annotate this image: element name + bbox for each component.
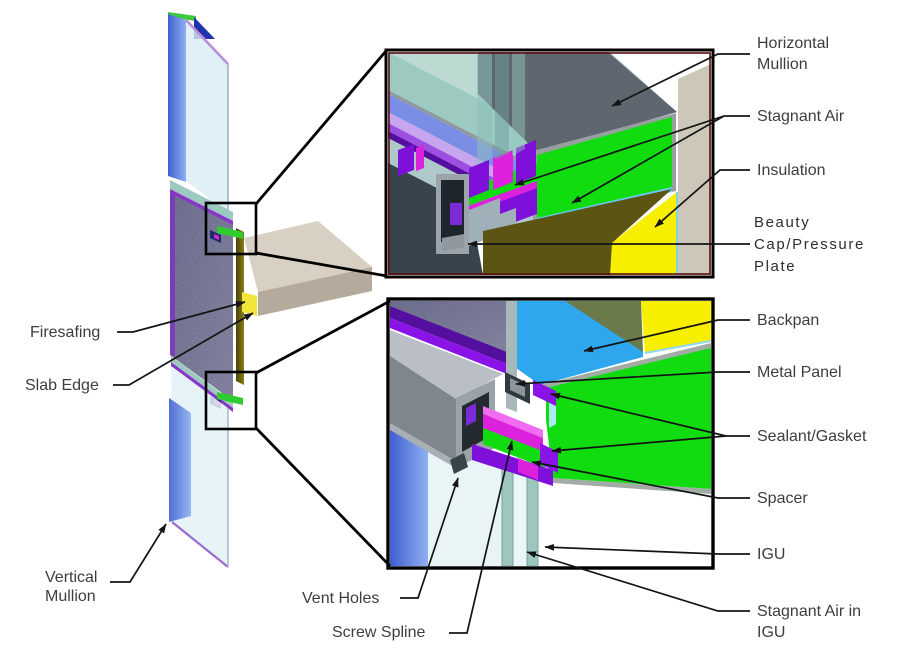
vision-glass-1 — [477, 52, 492, 165]
mullion-end-upper-gasket — [214, 234, 219, 240]
spacer-block — [518, 458, 538, 480]
slab-front — [258, 267, 372, 316]
label-sealant-gasket: Sealant/Gasket — [757, 428, 867, 445]
label-beauty-cap: Beauty Cap/Pressure Plate — [754, 214, 865, 275]
pale-glass-left — [428, 440, 502, 566]
gasket-block-a — [469, 160, 489, 198]
beauty-cap-lip — [442, 234, 464, 251]
metal-panel-green — [546, 348, 711, 489]
leader-horizontal-mullion — [611, 53, 750, 107]
sealant-front — [483, 414, 543, 452]
gasket-band-dark — [390, 306, 507, 364]
leader-stagnant-air-1 — [514, 115, 725, 186]
label-stagnant-air: Stagnant Air — [757, 108, 845, 125]
pale-glass-mid — [513, 468, 527, 566]
stagnant-air-cavity — [537, 117, 672, 218]
callout-square-lower — [204, 370, 258, 431]
spline-notch-lip — [510, 378, 525, 397]
vertical-mullion-upper — [168, 14, 186, 182]
leader-spacer — [531, 460, 750, 499]
label-vent-holes: Vent Holes — [302, 590, 380, 607]
leader-sealant-2 — [551, 435, 727, 454]
mullion-end-lower — [217, 392, 243, 405]
callout-connectors — [204, 50, 392, 567]
gasket-upper-block — [533, 380, 556, 406]
label-insulation: Insulation — [757, 162, 826, 179]
firesafing-end — [242, 292, 257, 316]
label-spacer: Spacer — [757, 490, 808, 507]
slab-top — [244, 221, 372, 292]
label-vertical-mullion: Vertical Mullion — [45, 569, 98, 605]
stack-joint-gasket — [170, 189, 233, 226]
horizontal-mullion-block — [478, 52, 677, 152]
connector-lower-a — [255, 299, 391, 375]
mullion-tube-front — [390, 356, 456, 468]
detail-lower-content — [390, 301, 711, 566]
gasket-edge-a — [398, 144, 414, 176]
gasket-band-bright — [390, 318, 507, 374]
leader-slab-edge — [113, 312, 254, 386]
beauty-cap-gasket — [450, 203, 462, 225]
mullion-end-upper — [217, 226, 243, 239]
leader-insulation — [654, 169, 750, 228]
vent-hole-notch — [450, 453, 468, 474]
backpan-panel — [516, 301, 643, 385]
vision-glass-2 — [495, 52, 509, 160]
backpan-shadow-band — [565, 301, 643, 352]
concrete-slab-edge — [678, 64, 711, 275]
stagnant-band-lower — [483, 428, 545, 468]
detail-box-upper — [384, 48, 715, 279]
label-igu: IGU — [757, 546, 786, 563]
leader-screw-spline — [449, 440, 514, 634]
label-slab-edge: Slab Edge — [25, 377, 99, 394]
wall-elevation — [168, 12, 372, 568]
leader-lines — [110, 53, 750, 634]
metal-panel-frame-bottom — [553, 478, 711, 494]
leader-igu — [544, 543, 750, 555]
leader-firesafing — [117, 301, 246, 333]
label-metal-panel: Metal Panel — [757, 364, 842, 381]
connector-upper-b — [255, 251, 388, 278]
mullion-tube-top — [390, 330, 503, 399]
mullion-tube-end-gasket — [466, 403, 476, 426]
insulation-shadow — [483, 189, 672, 275]
gasket-edge-b — [416, 145, 424, 171]
label-screw-spline: Screw Spline — [332, 624, 426, 641]
leader-stagnant-air-igu — [526, 551, 750, 612]
gasket-block-c — [516, 140, 536, 184]
detail-box-upper-inner — [388, 52, 711, 275]
vision-glass-3 — [512, 52, 525, 156]
callout-square-upper — [204, 201, 258, 256]
connector-lower-b — [254, 427, 392, 567]
leader-stagnant-air-2 — [571, 115, 725, 204]
leader-backpan — [583, 319, 750, 353]
metal-panel-frame-top — [540, 343, 711, 390]
detail-upper-content — [388, 52, 711, 275]
lower-glass-bottom-edge — [171, 521, 229, 568]
leader-sealant-1 — [550, 392, 727, 437]
label-backpan: Backpan — [757, 312, 820, 329]
label-firesafing: Firesafing — [30, 324, 101, 341]
insulation-edge-line — [644, 340, 711, 354]
insulation-corner — [641, 301, 711, 353]
leader-vent-holes — [400, 477, 459, 599]
upper-glass — [186, 20, 228, 213]
label-stagnant-air-igu: Stagnant Air in IGU — [757, 603, 862, 641]
vertical-mullion-lower — [169, 398, 191, 522]
sealant-top — [483, 406, 543, 438]
insulation-yellow — [610, 192, 677, 275]
leader-vertical-mullion — [110, 523, 167, 583]
blue-glass-pane — [390, 428, 428, 566]
upper-glass-gasket-edge — [185, 19, 229, 65]
head-cap — [168, 12, 196, 21]
label-horizontal-mullion: Horizontal Mullion — [757, 35, 830, 73]
leader-metal-panel — [515, 371, 750, 387]
connector-upper-a — [254, 50, 388, 205]
mullion-tube-flange — [390, 423, 456, 468]
stack-joint-top — [170, 180, 233, 221]
spandrel-edge-gasket — [170, 193, 175, 357]
gasket-block-b — [493, 150, 513, 190]
